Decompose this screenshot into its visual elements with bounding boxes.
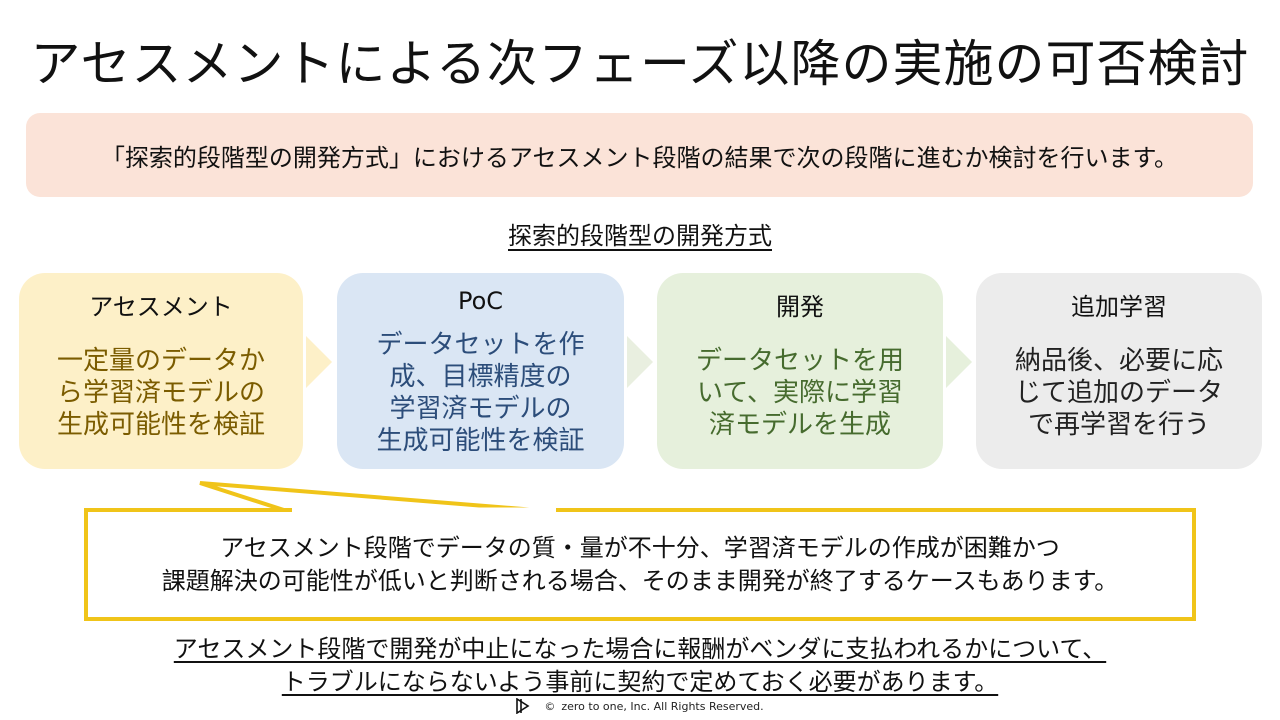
phase-description-line: 納品後、必要に応 [1014, 346, 1223, 376]
phase-description-line: 生成可能性を検証 [56, 410, 265, 440]
phase-development: 開発 データセットを用 いて、実際に学習 済モデルを生成 [657, 273, 943, 469]
phase-description: 納品後、必要に応 じて追加のデータ で再学習を行う [986, 329, 1252, 457]
contract-note: アセスメント段階で開発が中止になった場合に報酬がベンダに支払われるかについて、 … [0, 633, 1280, 699]
footer: © zero to one, Inc. All Rights Reserved. [0, 698, 1280, 714]
phase-description-line: 一定量のデータか [56, 346, 265, 376]
callout-line: アセスメント段階でデータの質・量が不十分、学習済モデルの作成が困難かつ [220, 533, 1060, 562]
phase-description-line: データセットを作 [376, 330, 585, 360]
phase-title: PoC [457, 287, 504, 315]
phase-description-line: 済モデルを生成 [708, 410, 891, 440]
flow-arrow-3 [946, 336, 972, 388]
method-title: 探索的段階型の開発方式 [0, 216, 1280, 251]
phase-description-line: データセットを用 [695, 346, 904, 376]
phase-title: 開発 [776, 293, 824, 321]
copyright-symbol: © [544, 699, 556, 713]
callout-line: 課題解決の可能性が低いと判断される場合、そのまま開発が終了するケースもあります。 [161, 566, 1119, 595]
phase-description-line: 学習済モデルの [389, 394, 572, 424]
contract-note-line: トラブルにならないよう事前に契約で定めておく必要があります。 [281, 668, 999, 696]
phase-description-line: ら学習済モデルの [56, 378, 265, 408]
phase-title: アセスメント [89, 293, 233, 321]
callout-box: アセスメント段階でデータの質・量が不十分、学習済モデルの作成が困難かつ 課題解決… [84, 508, 1196, 621]
slide-title: アセスメントによる次フェーズ以降の実施の可否検討 [30, 35, 1250, 93]
phase-description-line: で再学習を行う [1027, 410, 1210, 440]
phase-description-line: いて、実際に学習 [697, 378, 903, 408]
phase-description-line: 成、目標精度の [389, 362, 572, 392]
flow-arrow-1 [306, 336, 332, 388]
phase-title: 追加学習 [1071, 293, 1167, 321]
company-logo-icon [516, 698, 538, 714]
phase-description: データセットを作 成、目標精度の 学習済モデルの 生成可能性を検証 [347, 329, 614, 457]
phase-description-line: 生成可能性を検証 [376, 426, 585, 456]
flow-arrow-2 [627, 336, 653, 388]
method-title-text: 探索的段階型の開発方式 [508, 222, 772, 250]
phase-description-line: じて追加のデータ [1014, 378, 1223, 408]
phase-assessment: アセスメント 一定量のデータか ら学習済モデルの 生成可能性を検証 [19, 273, 303, 469]
intro-banner: 「探索的段階型の開発方式」におけるアセスメント段階の結果で次の段階に進むか検討を… [26, 113, 1253, 197]
copyright-text: zero to one, Inc. All Rights Reserved. [561, 699, 764, 713]
contract-note-line: アセスメント段階で開発が中止になった場合に報酬がベンダに支払われるかについて、 [173, 635, 1107, 663]
phase-poc: PoC データセットを作 成、目標精度の 学習済モデルの 生成可能性を検証 [337, 273, 624, 469]
phase-description: データセットを用 いて、実際に学習 済モデルを生成 [667, 329, 933, 457]
phase-description: 一定量のデータか ら学習済モデルの 生成可能性を検証 [29, 329, 293, 457]
phase-additional-training: 追加学習 納品後、必要に応 じて追加のデータ で再学習を行う [976, 273, 1262, 469]
intro-text: 「探索的段階型の開発方式」におけるアセスメント段階の結果で次の段階に進むか検討を… [100, 143, 1179, 172]
